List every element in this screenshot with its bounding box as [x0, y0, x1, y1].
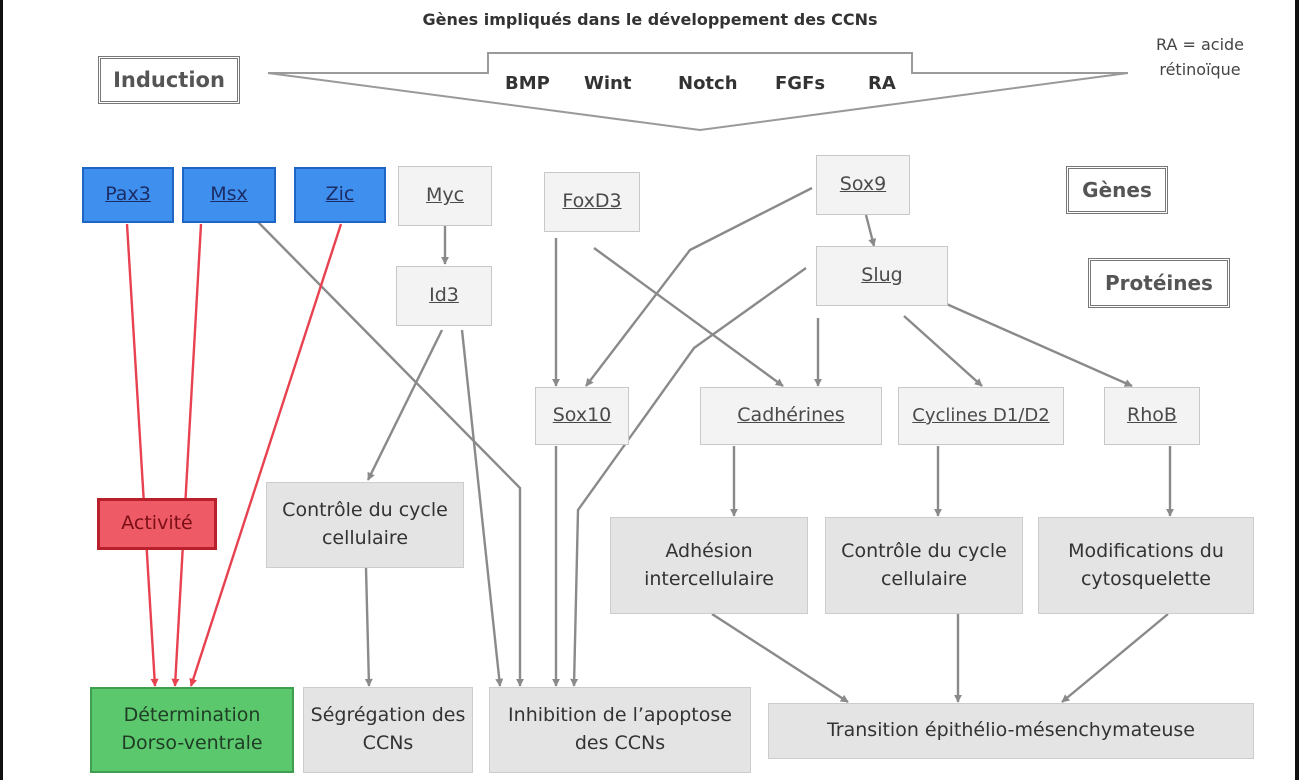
legend-proteins: Protéines: [1088, 258, 1230, 308]
gene-sox10: Sox10: [535, 387, 629, 445]
gene-zic: Zic: [294, 167, 386, 223]
signal-wint: Wint: [584, 73, 632, 94]
gene-slug: Slug: [816, 246, 948, 306]
arrow-foxd3-cadherines: [593, 247, 784, 387]
abbreviation-note: RA = acide rétinoïque: [1155, 35, 1245, 79]
outcome-transition: Transition épithélio-mésenchymateuse: [768, 703, 1254, 759]
arrow-pax3-determination: [125, 223, 159, 687]
gene-sox10-label: Sox10: [552, 404, 612, 427]
arrow-msx-determination: [171, 223, 203, 687]
signal-ra: RA: [868, 73, 896, 94]
diagram-title: Gènes impliqués dans le développement de…: [422, 10, 878, 29]
gene-id3: Id3: [396, 266, 492, 326]
arrow-slug-inhibition: [570, 267, 807, 687]
right-border: [1295, 0, 1299, 780]
gene-rhob: RhoB: [1104, 387, 1200, 445]
arrows-gray: [257, 186, 1174, 704]
signal-fgfs: FGFs: [775, 73, 826, 94]
arrow-slug-rhob: [941, 300, 1133, 388]
gene-zic-label: Zic: [325, 183, 355, 206]
signal-notch: Notch: [678, 73, 738, 94]
arrow-id3-controle: [366, 329, 444, 481]
arrow-sox9-slug: [864, 214, 877, 247]
gene-foxd3: FoxD3: [544, 172, 640, 232]
gene-cadherines-label: Cadhérines: [737, 404, 845, 427]
gene-cadherines: Cadhérines: [700, 387, 882, 445]
arrow-msx-inhibition: [257, 221, 524, 687]
process-modifications: Modifications du cytosquelette: [1038, 517, 1254, 614]
gene-cyclines: Cyclines D1/D2: [898, 387, 1064, 445]
gene-slug-label: Slug: [861, 264, 903, 287]
outcome-inhibition-apoptose: Inhibition de l’apoptose des CCNs: [489, 687, 751, 773]
gene-sox9: Sox9: [816, 155, 910, 215]
gene-msx-label: Msx: [210, 183, 248, 206]
signal-bmp: BMP: [505, 73, 550, 94]
process-controle-cycle-1: Contrôle du cycle cellulaire: [266, 482, 464, 568]
arrow-adhesion-transition: [711, 612, 849, 704]
outcome-segregation: Ségrégation des CCNs: [303, 687, 473, 773]
arrows-red: [125, 223, 343, 687]
gene-myc: Myc: [398, 166, 492, 226]
arrow-sox9-sox10: [585, 186, 813, 387]
process-controle-cycle-2: Contrôle du cycle cellulaire: [825, 517, 1023, 614]
arrow-id3-inhibition: [460, 329, 504, 687]
gene-foxd3-label: FoxD3: [562, 190, 622, 213]
left-border: [0, 0, 3, 780]
induction-chevron: [267, 52, 1129, 132]
process-adhesion: Adhésion intercellulaire: [610, 517, 808, 614]
gene-cyclines-label: Cyclines D1/D2: [912, 404, 1050, 426]
gene-rhob-label: RhoB: [1127, 404, 1177, 427]
arrow-modifications-transition: [1061, 613, 1169, 703]
activite-box: Activité: [97, 498, 217, 550]
gene-id3-label: Id3: [429, 284, 459, 307]
arrow-slug-cyclines: [903, 315, 983, 387]
gene-pax3: Pax3: [82, 167, 174, 223]
gene-msx: Msx: [182, 167, 276, 223]
arrow-controle1-segregation: [364, 567, 373, 687]
gene-myc-label: Myc: [425, 184, 465, 207]
gene-pax3-label: Pax3: [105, 183, 151, 206]
legend-genes: Gènes: [1066, 166, 1168, 214]
outcome-determination: Détermination Dorso-ventrale: [90, 687, 294, 773]
arrow-zic-determination: [189, 223, 343, 687]
induction-box: Induction: [98, 56, 240, 104]
gene-sox9-label: Sox9: [839, 173, 887, 196]
